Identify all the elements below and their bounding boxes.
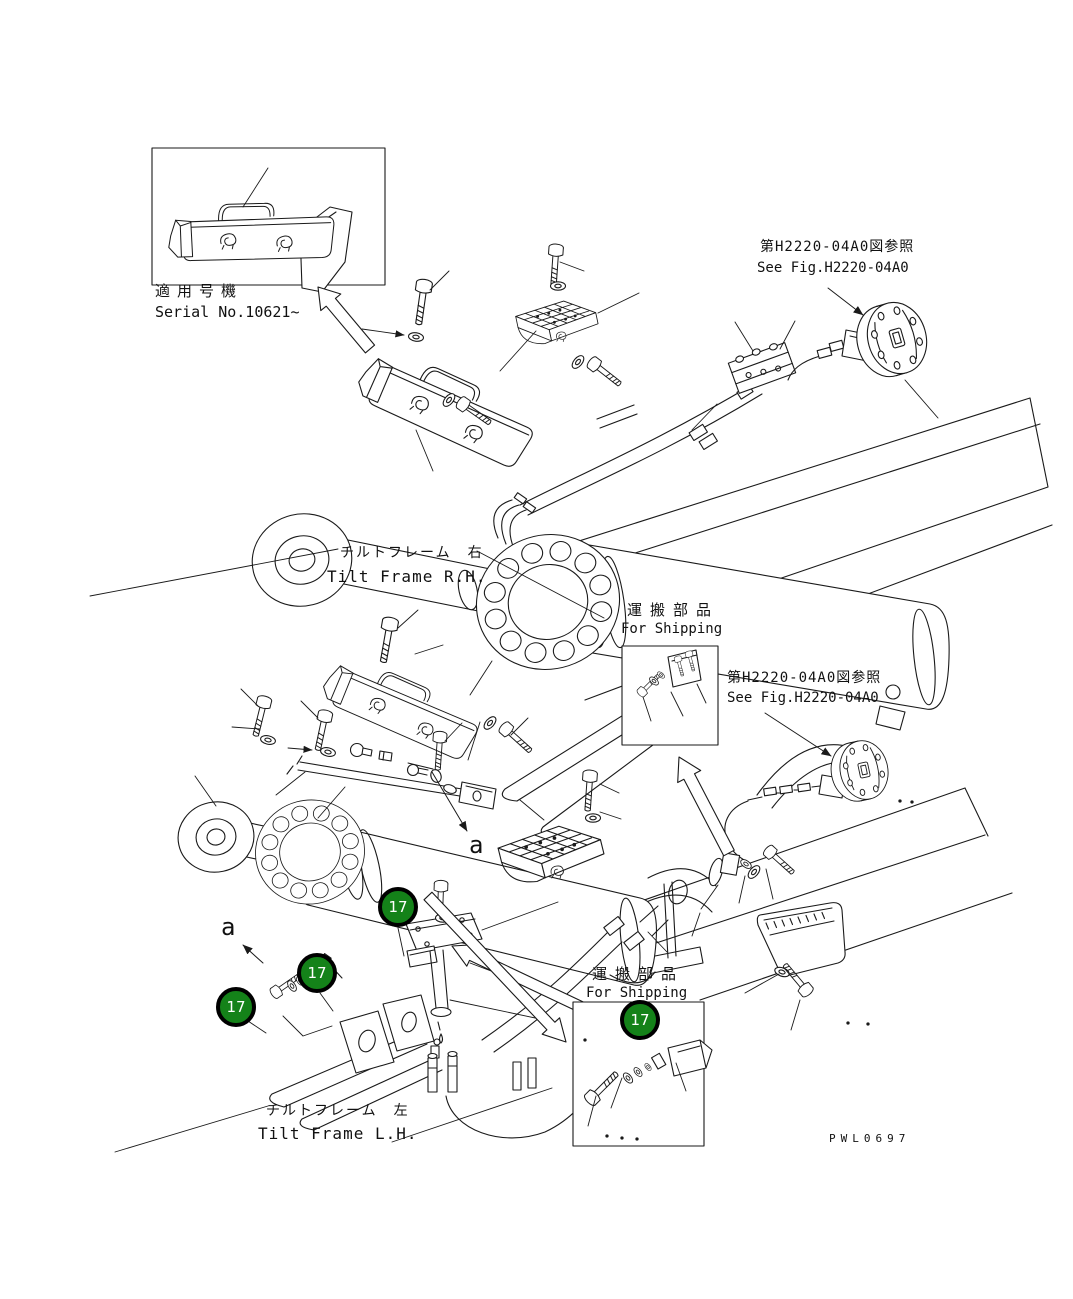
rod-eye-lower <box>177 801 255 873</box>
serial-applicability-label-jp: 適用号機 <box>155 282 244 300</box>
callout-17-badge[interactable]: 17 <box>216 987 256 1027</box>
inset-serial-box <box>151 147 386 293</box>
tilt-frame-lh-label-jp: チルトフレーム 左 <box>266 1103 410 1119</box>
for-shipping-upper-label-jp: 運搬部品 <box>627 601 720 619</box>
tilt-frame-lh-label-en: Tilt Frame L.H. <box>258 1124 418 1143</box>
direction-arrow-to-inset <box>317 286 376 354</box>
view-a-arrow-2 <box>242 944 264 964</box>
see-fig-reference-mid-en: See Fig.H2220-04A0 <box>727 690 879 706</box>
guard-plate <box>756 902 846 977</box>
for-shipping-upper-label-en: For Shipping <box>621 621 723 637</box>
view-marker-a-2: a <box>221 913 236 941</box>
rod-eye-upper <box>251 513 353 607</box>
see-fig-arrow-upper <box>827 287 864 316</box>
direction-arrow-to-shipping-upper <box>677 756 735 857</box>
shipping-box-upper <box>621 645 719 746</box>
callout-17-badge[interactable]: 17 <box>378 887 418 927</box>
hose-manifold <box>727 342 797 394</box>
direction-arrow-cross-2 <box>423 891 567 1043</box>
linkage-rod <box>286 742 497 810</box>
view-marker-a-1: a <box>469 831 484 859</box>
see-fig-reference-mid-jp: 第H2220-04A0図参照 <box>727 670 882 686</box>
cylinder-cover-upper <box>348 347 543 470</box>
tilt-frame-rh-label-jp: チルトフレーム 右 <box>340 545 484 561</box>
see-fig-reference-top-en: See Fig.H2220-04A0 <box>757 260 909 276</box>
see-fig-arrow-lower <box>764 712 832 757</box>
for-shipping-lower-label-jp: 運搬部品 <box>592 965 685 983</box>
cylinder-cover-lower <box>315 656 486 762</box>
axle-flange-upper <box>848 294 936 385</box>
callout-17-badge[interactable]: 17 <box>620 1000 660 1040</box>
serial-applicability-label-en: Serial No.10621~ <box>155 303 300 321</box>
spherical-bearing-upper <box>458 515 638 689</box>
drawing-code: PWL0697 <box>829 1132 911 1145</box>
footstep-upper <box>514 298 600 348</box>
hydraulic-hoses-lower <box>427 905 669 1139</box>
callout-17-badge[interactable]: 17 <box>297 953 337 993</box>
see-fig-reference-top-jp: 第H2220-04A0図参照 <box>760 239 915 255</box>
view-a-arrow-1 <box>431 771 468 832</box>
tilt-frame-rh-label-en: Tilt Frame R.H. <box>327 567 487 586</box>
for-shipping-lower-label-en: For Shipping <box>586 985 688 1001</box>
upper-assembly-tilt-frame-rh <box>89 243 1053 835</box>
